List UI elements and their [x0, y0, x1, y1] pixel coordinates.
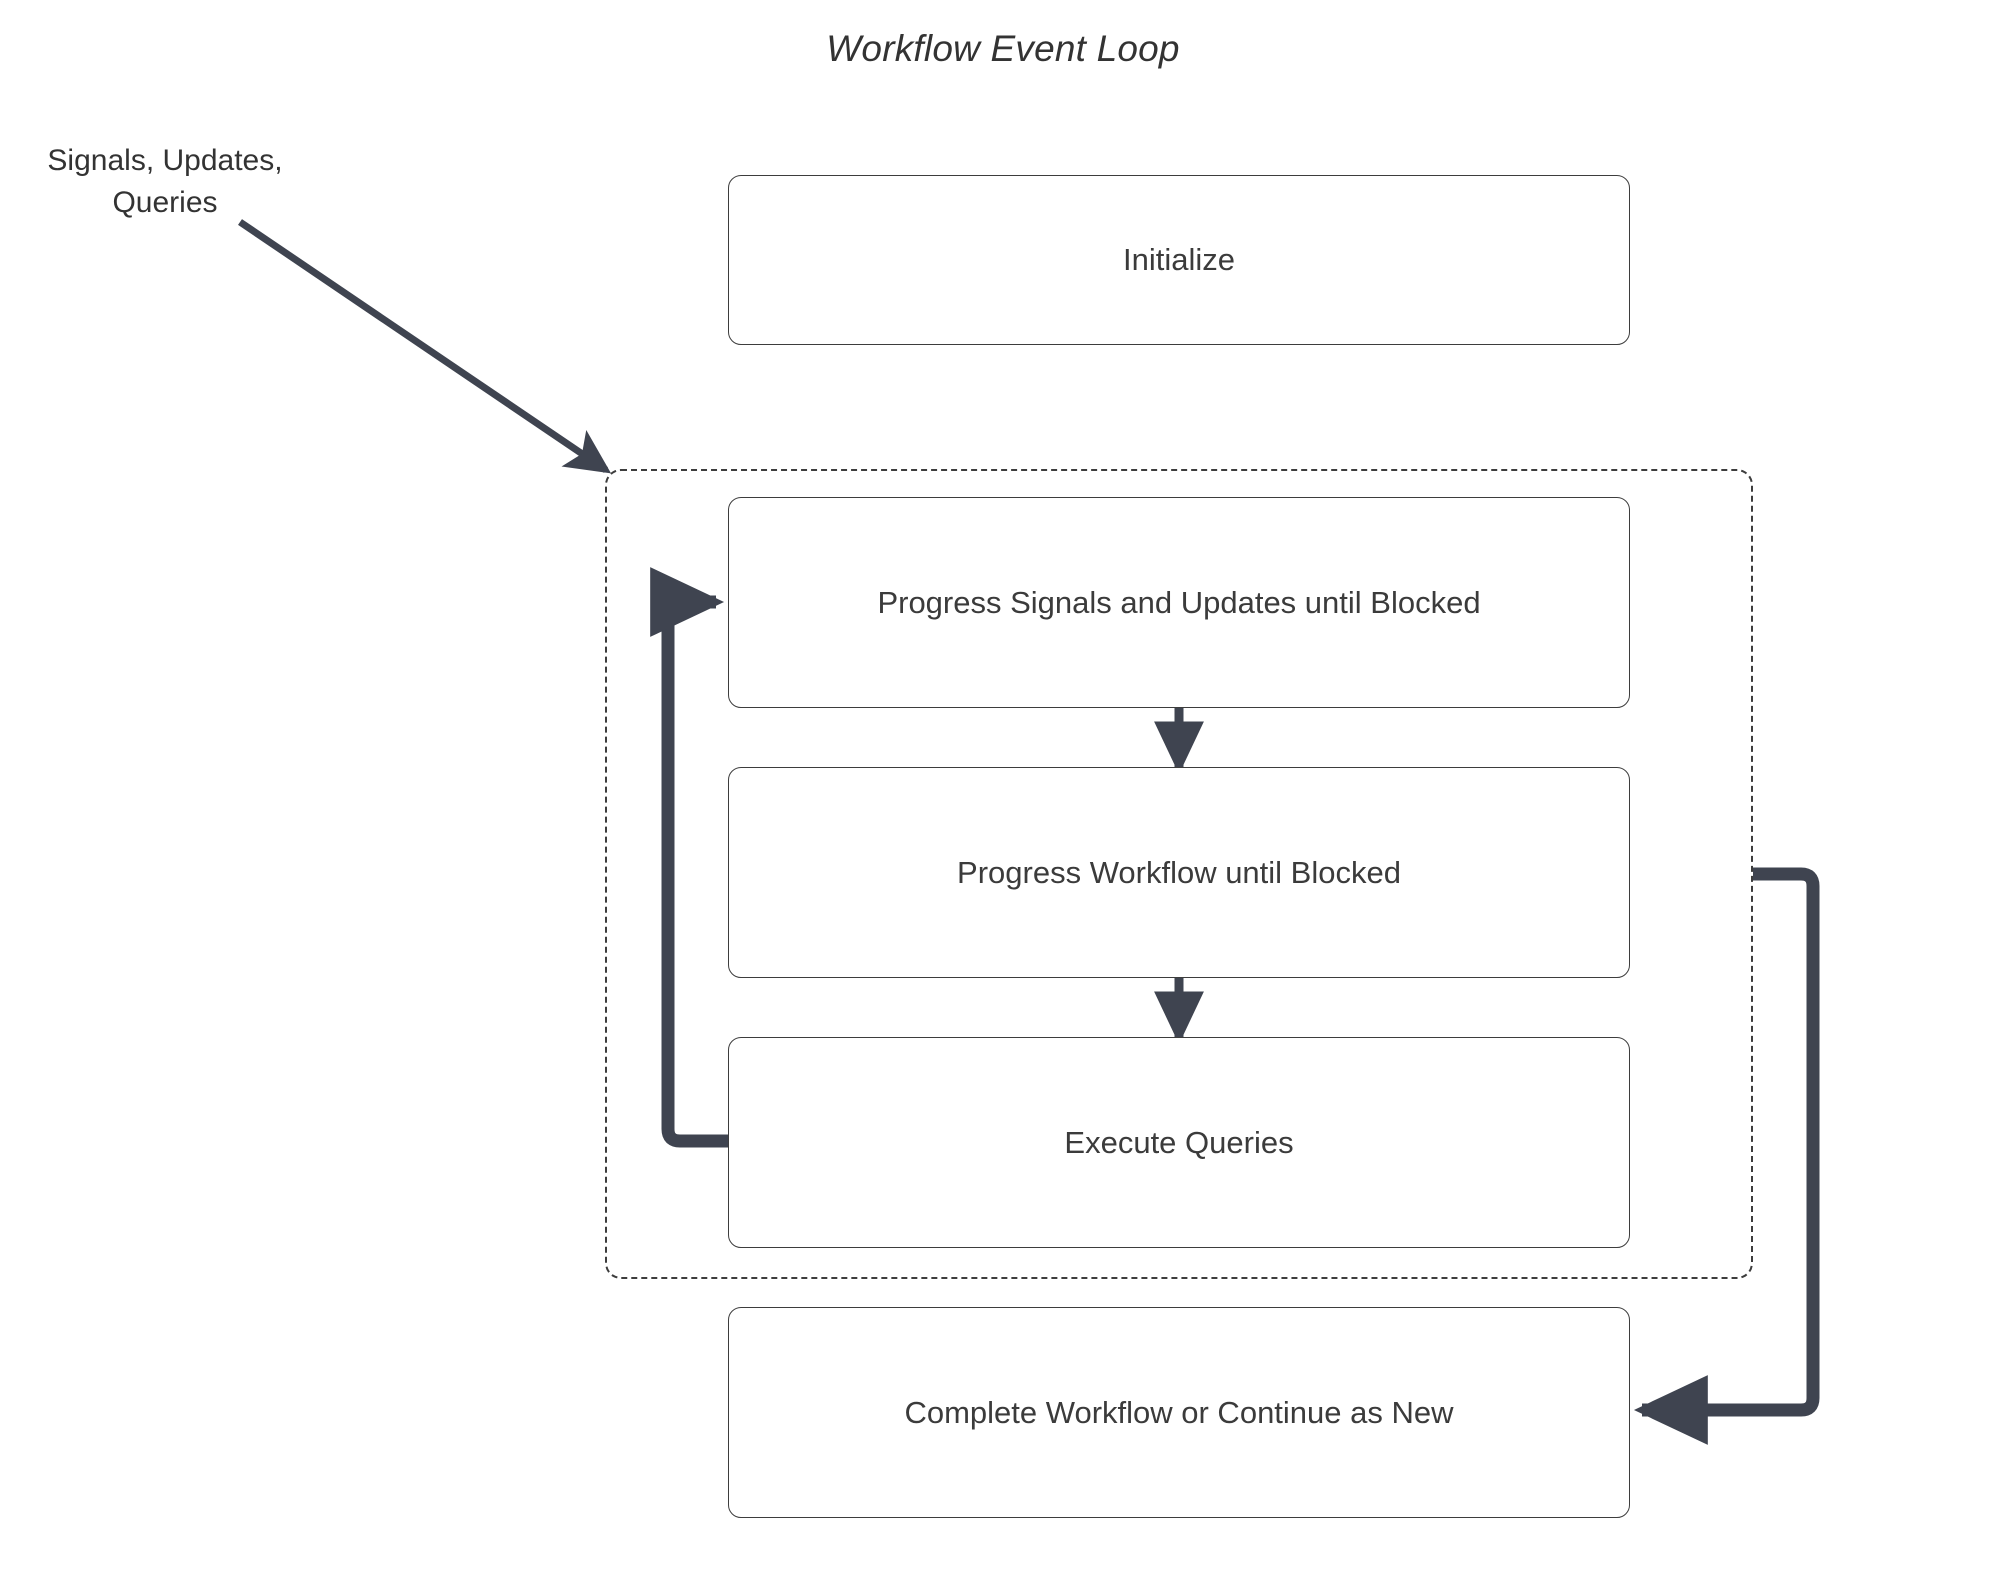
node-progress-workflow-label: Progress Workflow until Blocked	[957, 854, 1401, 890]
node-complete-workflow-label: Complete Workflow or Continue as New	[904, 1394, 1454, 1430]
external-input-label-line2: Queries	[112, 186, 218, 219]
external-input-label: Signals, Updates, Queries	[20, 140, 310, 224]
page-title: Workflow Event Loop	[826, 28, 1180, 69]
event-loop-container	[605, 469, 1753, 1279]
node-complete-workflow[interactable]: Complete Workflow or Continue as New	[728, 1307, 1630, 1518]
node-progress-signals[interactable]: Progress Signals and Updates until Block…	[728, 497, 1630, 708]
edge-loop-to-complete	[1633, 867, 1820, 1445]
node-progress-signals-label: Progress Signals and Updates until Block…	[877, 584, 1481, 620]
node-progress-workflow[interactable]: Progress Workflow until Blocked	[728, 767, 1630, 978]
node-execute-queries-label: Execute Queries	[1064, 1124, 1294, 1160]
edge-queries-to-signals	[650, 567, 728, 1148]
node-execute-queries[interactable]: Execute Queries	[728, 1037, 1630, 1248]
edge-external-to-loop	[238, 219, 612, 474]
node-initialize[interactable]: Initialize	[728, 175, 1630, 345]
node-initialize-label: Initialize	[1123, 242, 1235, 277]
external-input-label-line1: Signals, Updates,	[47, 144, 283, 177]
